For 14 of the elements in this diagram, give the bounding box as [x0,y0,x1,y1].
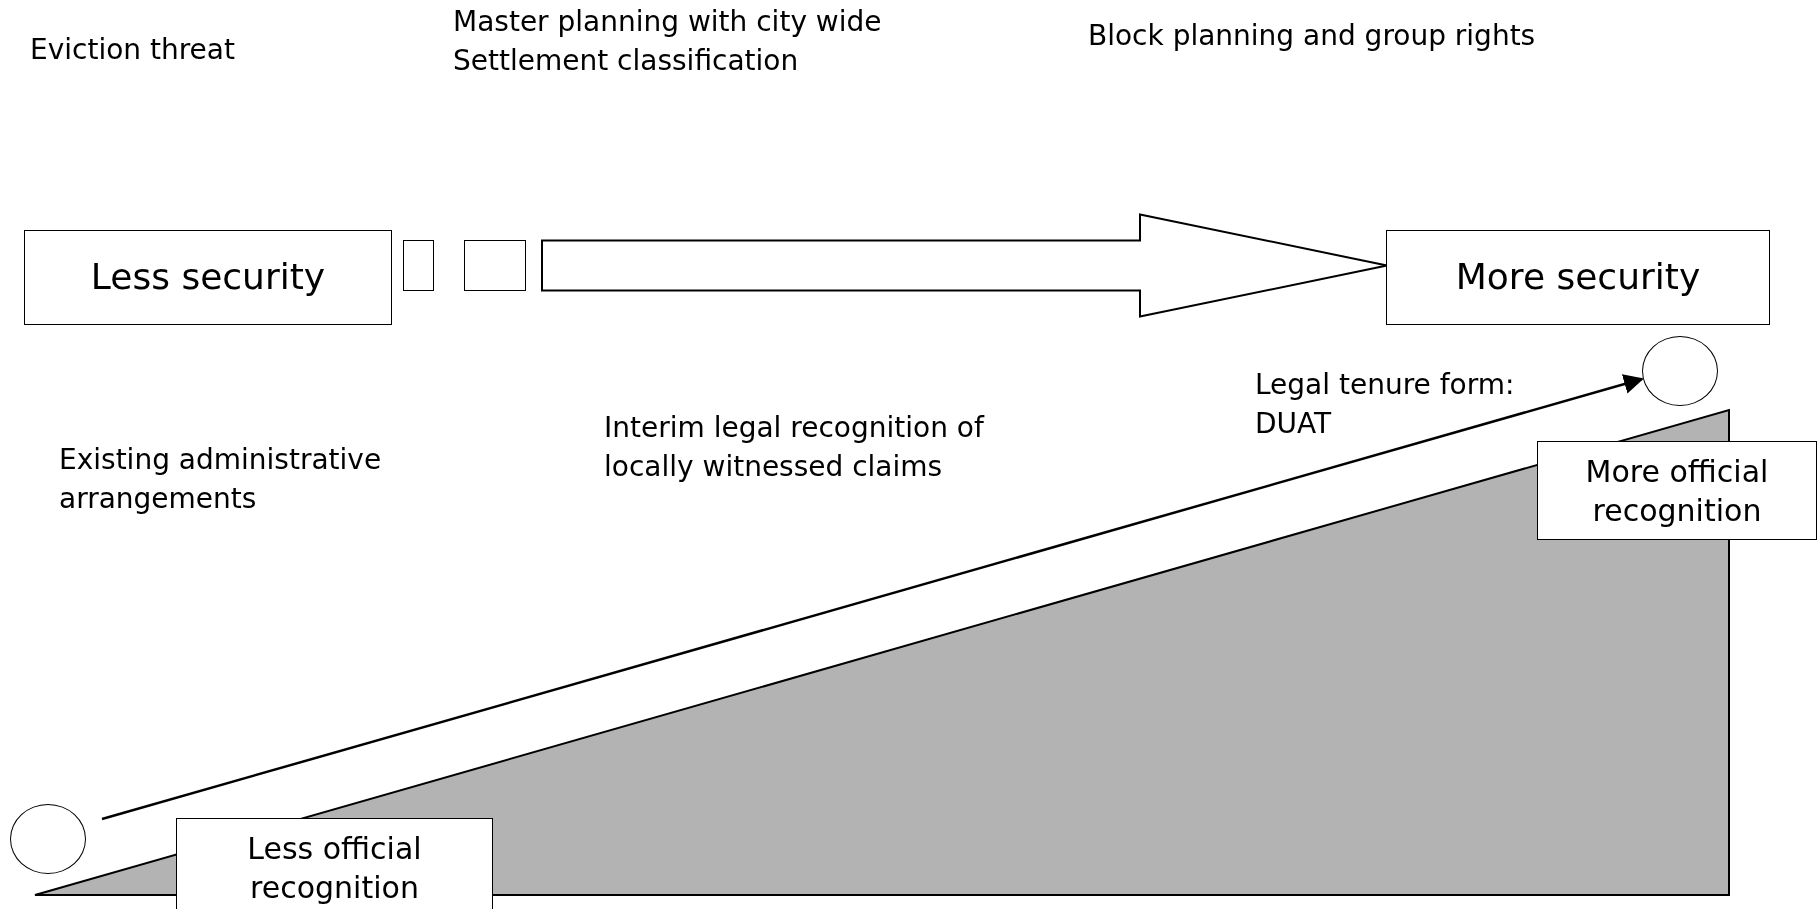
annotation-text: Interim legal recognition of locally witnessed claims [604,410,986,486]
annotation-text: Legal tenure form: DUAT [1255,367,1516,443]
arrow [101,374,1644,821]
small-box [464,240,526,291]
block-arrow [541,213,1388,318]
annotation-text: Block planning and group rights [1088,18,1536,54]
status-box: More security [1386,230,1770,325]
annotation-text: Existing administrative arrangements [59,442,383,518]
recognition-box: Less official recognition [176,818,493,909]
status-box: Less security [24,230,392,325]
annotation-text: Eviction threat [30,32,235,68]
annotation-text: Master planning with city wide Settlement classification [453,4,883,80]
small-box [403,240,434,291]
recognition-box: More official recognition [1537,441,1817,540]
